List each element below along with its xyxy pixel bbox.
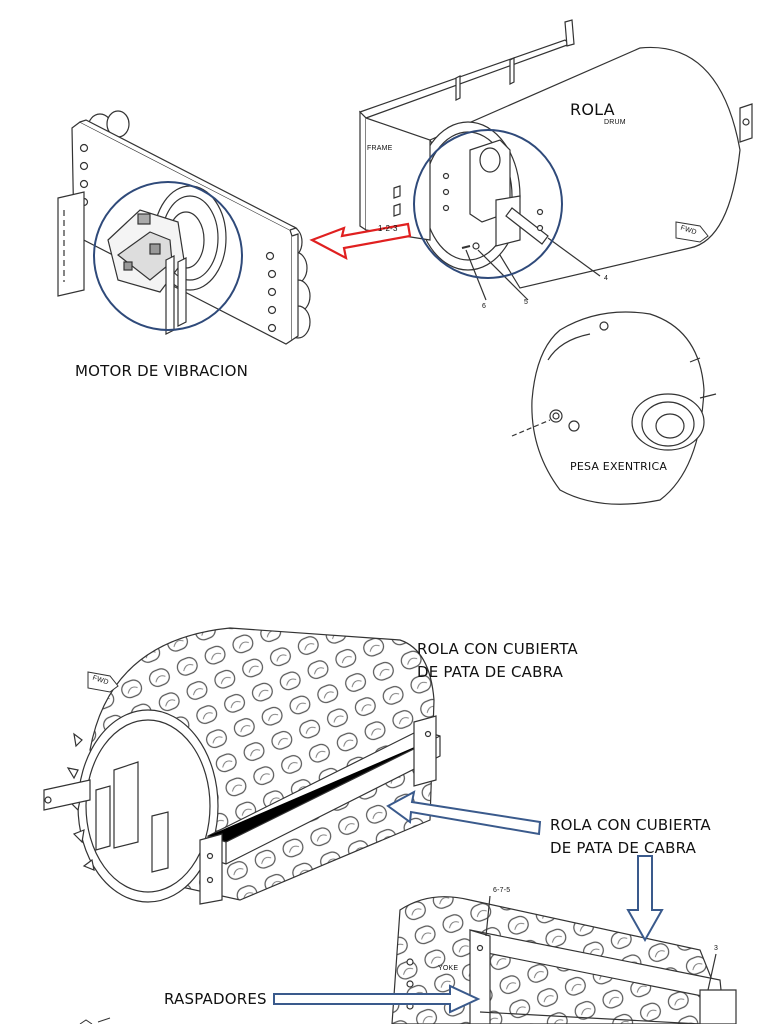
scraper-assembly (391, 895, 737, 1024)
blue-arrow-to-padfoot (386, 790, 542, 836)
corner-doodle (79, 1017, 111, 1024)
blue-arrow-down (626, 855, 664, 943)
blue-arrow-raspadores (273, 984, 481, 1014)
motor-plate-assembly (57, 110, 311, 345)
label-drum: DRUM (604, 119, 626, 126)
padfoot-drum (43, 627, 441, 905)
eccentric-weight (511, 311, 717, 505)
drum-highlight-circle (413, 129, 563, 279)
callout-1-2-3: 1-2-3 (378, 224, 398, 233)
label-yoke: YOKE (438, 965, 459, 972)
label-rola-cubierta-side-line2: DE PATA DE CABRA (550, 839, 697, 857)
label-motor-vibracion: MOTOR DE VIBRACION (75, 362, 249, 380)
drum-assembly (358, 19, 753, 301)
fwd-tag-top (675, 221, 709, 243)
label-rola-cubierta-side-line1: ROLA CON CUBIERTA (550, 816, 711, 834)
callout-6: 6 (482, 303, 487, 310)
motor-highlight-circle (93, 181, 243, 331)
label-raspadores: RASPADORES (164, 990, 267, 1008)
label-pesa-exentrica: PESA EXENTRICA (570, 460, 668, 473)
red-arrow-to-motor (309, 222, 412, 261)
callout-6-7-5: 6-7-5 (493, 887, 511, 894)
label-rola-cubierta-top-line2: DE PATA DE CABRA (417, 663, 564, 681)
label-rola-cubierta-top-line1: ROLA CON CUBIERTA (417, 640, 578, 658)
fwd-tag-bottom (87, 671, 119, 693)
label-rola: ROLA (570, 100, 615, 119)
callout-3: 3 (714, 945, 719, 952)
callout-5: 5 (524, 299, 529, 306)
callout-4: 4 (604, 275, 609, 282)
label-frame: FRAME (367, 145, 393, 152)
